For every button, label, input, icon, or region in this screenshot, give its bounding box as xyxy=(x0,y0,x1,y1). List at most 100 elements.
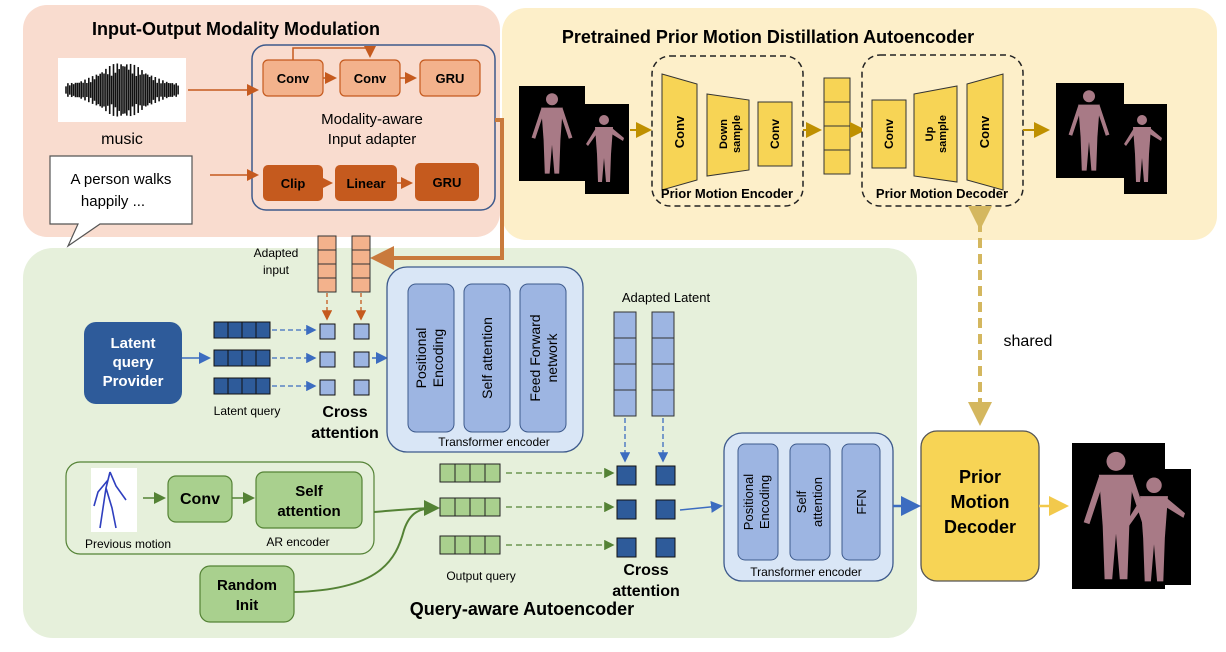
cross-attention-1-line-2: attention xyxy=(311,425,379,442)
latent-query-cell xyxy=(241,321,257,339)
body-arm xyxy=(560,108,573,139)
speech-line-1: A person walks xyxy=(71,171,172,188)
prior-decoder-label-3: Decoder xyxy=(944,517,1016,537)
output-query-cell xyxy=(484,497,501,517)
latent-query-provider xyxy=(84,322,182,404)
enc-conv-1 xyxy=(661,73,698,191)
latent-query-cell xyxy=(227,349,243,367)
ar-conv-label: Conv xyxy=(180,491,220,508)
adapted-latent-cell xyxy=(613,311,637,339)
latent-query-cell xyxy=(241,377,257,395)
output-query-cell xyxy=(469,497,486,517)
random-init-label-2: Init xyxy=(236,597,259,614)
te2-positional-label-2: Encoding xyxy=(757,475,772,529)
te2-positional-label-1: Positional xyxy=(741,474,756,530)
arrow-adapter-output xyxy=(370,118,504,270)
input-motion-images xyxy=(519,86,629,194)
body-legs xyxy=(1080,137,1098,171)
cross-attention-2-line-1: Cross xyxy=(623,562,668,579)
ar-self-label-1: Self xyxy=(295,483,324,500)
conv-label-2: Conv xyxy=(354,71,387,86)
cross-attention-1-cells xyxy=(319,323,370,396)
clip-label: Clip xyxy=(281,176,306,191)
output-query-cell xyxy=(439,535,456,555)
latent-cell xyxy=(823,149,851,175)
ar-encoder-label: AR encoder xyxy=(266,535,329,549)
body-arm xyxy=(1148,128,1162,141)
te2-ffn-label: FFN xyxy=(854,489,869,514)
shared-label: shared xyxy=(1004,333,1053,350)
skeleton-icon xyxy=(93,471,127,529)
body-head xyxy=(546,93,558,106)
body-head xyxy=(1137,115,1147,125)
adapted-input-label-2: input xyxy=(263,263,290,277)
latent-query-cell xyxy=(213,377,229,395)
body-legs xyxy=(1135,154,1149,182)
latent-query-cell xyxy=(227,321,243,339)
provider-label-1: Latent xyxy=(111,335,156,352)
latent-query-rows xyxy=(213,321,317,395)
body-arm xyxy=(1068,105,1081,136)
ar-self-label-2: attention xyxy=(277,503,340,520)
previous-motion-label: Previous motion xyxy=(85,537,171,551)
enc-conv-2 xyxy=(757,101,793,167)
adapted-latent-cell xyxy=(651,311,675,339)
te2-label: Transformer encoder xyxy=(750,565,862,579)
clip-block xyxy=(263,165,323,201)
latent-query-label: Latent query xyxy=(214,404,281,418)
output-query-label: Output query xyxy=(446,569,515,583)
body-head xyxy=(1083,90,1095,103)
te1-self-label: Self attention xyxy=(479,317,495,399)
te1-ff-label-1: Feed Forward xyxy=(527,314,543,401)
cross-attention-cell xyxy=(319,379,336,396)
output-query-cell xyxy=(484,463,501,483)
adapter-label-1: Modality-aware xyxy=(321,111,423,128)
dec-upsample xyxy=(913,85,958,183)
dec-up-label-2: sample xyxy=(937,115,949,153)
te2-positional-encoding xyxy=(737,443,779,561)
te2-self-label-2: attention xyxy=(810,477,825,527)
adapted-input-cell xyxy=(351,263,371,279)
random-init-block xyxy=(199,565,295,623)
adapted-latent-cell xyxy=(613,337,637,365)
latent-cell xyxy=(823,101,851,127)
te2-self-label-1: Self xyxy=(794,490,809,513)
final-motion-images xyxy=(1072,443,1191,589)
body-legs xyxy=(543,140,561,174)
enc-down-label-1: Down xyxy=(718,119,730,149)
gru-label-2: GRU xyxy=(433,175,462,190)
cross-attention-cell xyxy=(616,537,637,558)
dec-conv-2-label: Conv xyxy=(977,115,992,148)
music-label: music xyxy=(101,131,143,148)
te1-positional-label-1: Positional xyxy=(413,328,429,389)
body-arm xyxy=(1124,128,1136,146)
adapted-input-cell xyxy=(317,277,337,293)
cross-attention-cell xyxy=(655,537,676,558)
adapted-input-stacks xyxy=(317,235,371,321)
latent-query-cell xyxy=(255,377,271,395)
output-query-rows xyxy=(439,463,615,555)
adapted-latent-cell xyxy=(613,363,637,391)
adapted-input-cell xyxy=(317,249,337,265)
adapted-input-cell xyxy=(351,235,371,251)
dec-conv-2 xyxy=(966,73,1004,191)
enc-conv-1-label: Conv xyxy=(672,115,687,148)
linear-block xyxy=(335,165,397,201)
body-arm xyxy=(531,108,544,139)
latent-cell xyxy=(823,77,851,103)
output-motion-images xyxy=(1056,83,1167,194)
cross-attention-cell xyxy=(616,465,637,486)
conv-label-1: Conv xyxy=(277,71,310,86)
adapted-input-cell xyxy=(317,263,337,279)
te1-ff-label-2: network xyxy=(544,332,560,382)
te1-positional-label-2: Encoding xyxy=(430,329,446,387)
adapter-label-2: Input adapter xyxy=(328,131,416,148)
encoder-label: Prior Motion Encoder xyxy=(661,186,793,201)
output-query-cell xyxy=(439,463,456,483)
adapted-latent-cell xyxy=(613,389,637,417)
gru-block-1 xyxy=(419,59,481,97)
body-arm xyxy=(610,128,624,141)
latent-query-cell xyxy=(227,377,243,395)
latent-query-cell xyxy=(241,349,257,367)
